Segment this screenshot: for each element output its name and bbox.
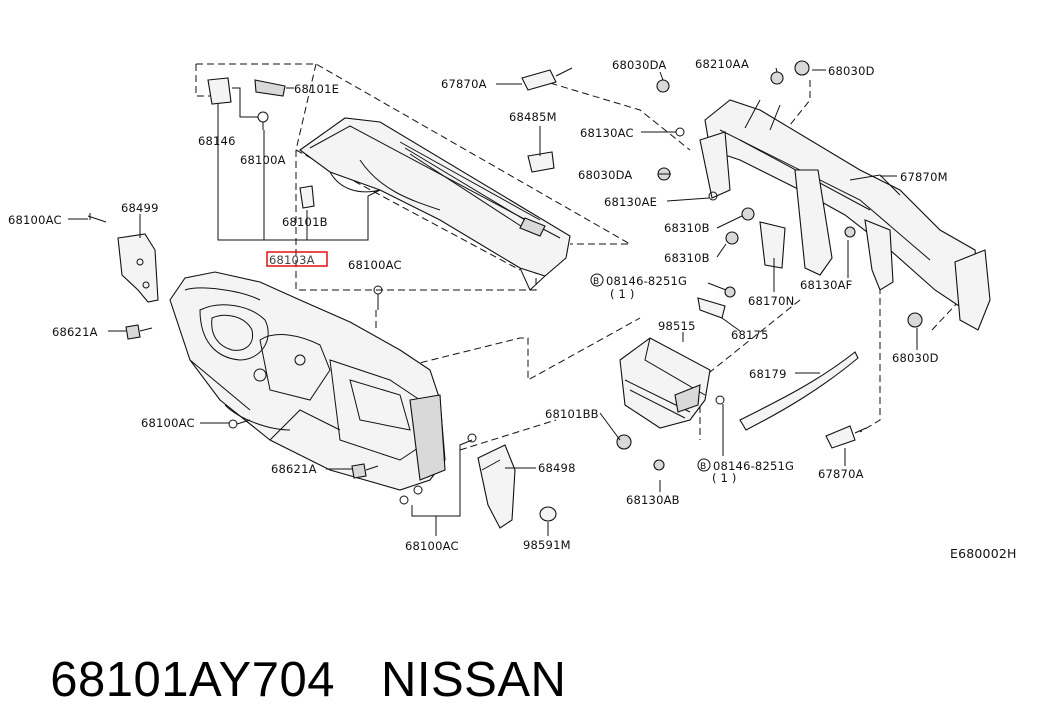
highlight-box xyxy=(266,251,328,267)
steering-member xyxy=(699,99,991,331)
label-68101b: 68101B xyxy=(282,215,328,229)
label-68130ab: 68130AB xyxy=(626,493,680,507)
leader-lines xyxy=(68,67,918,536)
label-68103a: 68103A xyxy=(269,253,315,267)
label-68100a: 68100A xyxy=(240,153,286,167)
side-cover-right xyxy=(477,444,516,529)
label-08146-b: 08146-8251G xyxy=(713,459,794,473)
label-68130ac: 68130AC xyxy=(580,126,634,140)
label-67870m: 67870M xyxy=(900,170,948,184)
label-08146-b-qty: ( 1 ) xyxy=(712,471,737,485)
label-68100ac-c: 68100AC xyxy=(141,416,195,430)
label-68146: 68146 xyxy=(198,134,236,148)
part-number: 68101AY704 xyxy=(50,653,335,707)
fasteners xyxy=(87,60,923,505)
label-67870a-b: 67870A xyxy=(818,467,864,481)
bracket-68175 xyxy=(697,297,726,319)
bolt-symbol-b-a xyxy=(590,273,604,287)
label-68498: 68498 xyxy=(538,461,576,475)
label-08146-a-qty: ( 1 ) xyxy=(610,287,635,301)
cap-98591m xyxy=(539,506,557,522)
label-68030da-b: 68030DA xyxy=(578,168,633,182)
label-68101e: 68101E xyxy=(294,82,339,96)
label-68310b-b: 68310B xyxy=(664,251,710,265)
label-68101bb: 68101BB xyxy=(545,407,599,421)
label-68310b-a: 68310B xyxy=(664,221,710,235)
bolt-symbol-b-b xyxy=(697,458,711,472)
label-67870a-a: 67870A xyxy=(441,77,487,91)
part-labels: 68101E 68146 68100A 68101B 68103A 68100A… xyxy=(8,57,1017,561)
label-b-b: B xyxy=(700,462,706,472)
label-68100ac-b: 68100AC xyxy=(348,258,402,272)
label-68210aa: 68210AA xyxy=(695,57,749,71)
side-bracket-left xyxy=(117,233,159,303)
label-68100ac-d: 68100AC xyxy=(405,539,459,553)
label-b-a: B xyxy=(593,277,599,287)
harness-68179 xyxy=(739,351,859,431)
brand-name: NISSAN xyxy=(380,653,567,707)
label-68170n: 68170N xyxy=(748,294,794,308)
label-08146-a: 08146-8251G xyxy=(606,274,687,288)
label-68621a-a: 68621A xyxy=(52,325,98,339)
label-68485m: 68485M xyxy=(509,110,557,124)
label-68175: 68175 xyxy=(731,328,769,342)
label-68030d-b: 68030D xyxy=(892,351,939,365)
upper-dash-panel xyxy=(299,117,571,291)
label-98515: 98515 xyxy=(658,319,696,333)
label-68130af: 68130AF xyxy=(800,278,852,292)
airbag-module xyxy=(619,337,711,429)
label-68100ac-a: 68100AC xyxy=(8,213,62,227)
main-instrument-panel xyxy=(169,271,446,491)
label-68621a-b: 68621A xyxy=(271,462,317,476)
label-68030d-a: 68030D xyxy=(828,64,875,78)
parts-diagram: 68101E 68146 68100A 68101B 68103A 68100A… xyxy=(8,57,1017,561)
footer-caption: 68101AY704 NISSAN xyxy=(22,596,566,708)
label-68499: 68499 xyxy=(121,201,159,215)
label-68179: 68179 xyxy=(749,367,787,381)
label-68130ae: 68130AE xyxy=(604,195,657,209)
diagram-code: E680002H xyxy=(950,546,1017,561)
clip-icon xyxy=(254,79,286,97)
label-68030da-a: 68030DA xyxy=(612,58,667,72)
label-98591m: 98591M xyxy=(523,538,571,552)
